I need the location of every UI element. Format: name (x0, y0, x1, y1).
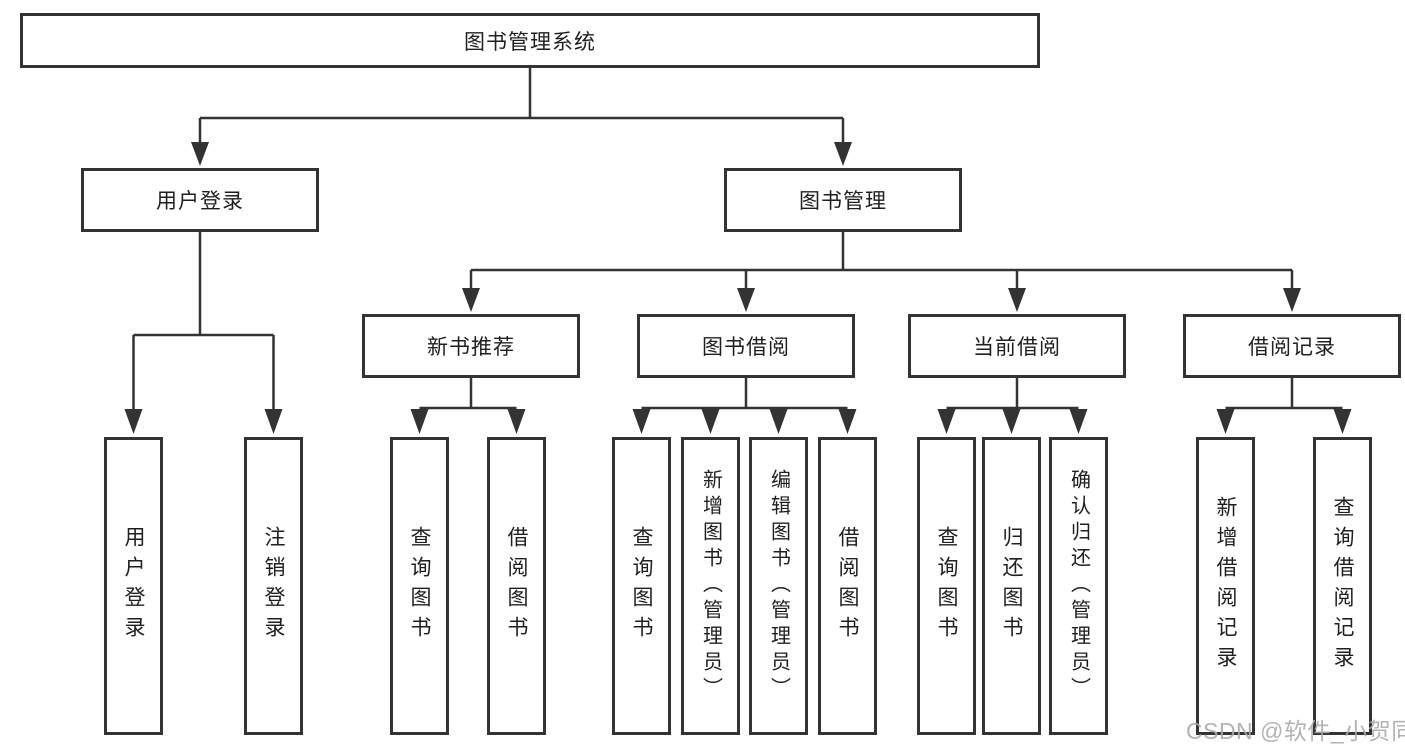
connector-strokes (132, 68, 1343, 410)
node-label: 当前借阅 (973, 336, 1061, 359)
leaf-edit-books-admin: 编辑图书（管理员） (749, 437, 808, 735)
node-library-management-system: 图书管理系统 (20, 13, 1040, 68)
leaf-logout-login: 注销登录 (244, 437, 303, 735)
node-label: 查询图书 (935, 526, 958, 646)
node-label: 新增借阅记录 (1214, 496, 1237, 676)
leaf-borrow-books-recommend: 借阅图书 (487, 437, 546, 735)
node-label: 注销登录 (262, 526, 285, 646)
leaf-add-borrow-record: 新增借阅记录 (1196, 437, 1255, 735)
watermark-text: CSDN @软件_小贺同学 (1186, 718, 1405, 744)
node-label: 用户登录 (156, 190, 244, 213)
node-label: 图书借阅 (702, 336, 790, 359)
leaf-query-books-borrowing: 查询图书 (612, 437, 671, 735)
leaf-confirm-return-admin: 确认归还（管理员） (1049, 437, 1108, 735)
arrowheads (124, 142, 1352, 434)
node-book-borrowing: 图书借阅 (637, 314, 855, 378)
node-label: 编辑图书（管理员） (767, 469, 790, 703)
node-label: 用户登录 (122, 526, 145, 646)
node-label: 归还图书 (1000, 526, 1023, 646)
leaf-query-borrow-record: 查询借阅记录 (1313, 437, 1372, 735)
node-label: 查询借阅记录 (1331, 496, 1354, 676)
leaf-user-login: 用户登录 (104, 437, 163, 735)
leaf-return-books: 归还图书 (982, 437, 1041, 735)
node-label: 借阅图书 (836, 526, 859, 646)
node-current-borrowing: 当前借阅 (908, 314, 1126, 378)
node-new-book-recommendation: 新书推荐 (362, 314, 580, 378)
node-borrowing-records: 借阅记录 (1183, 314, 1401, 378)
node-label: 新书推荐 (427, 336, 515, 359)
node-label: 查询图书 (630, 526, 653, 646)
node-label: 确认归还（管理员） (1067, 469, 1090, 703)
node-user-login-branch: 用户登录 (81, 168, 319, 232)
node-label: 借阅记录 (1248, 336, 1336, 359)
node-book-management: 图书管理 (724, 168, 962, 232)
node-label: 借阅图书 (505, 526, 528, 646)
node-label: 图书管理 (799, 190, 887, 213)
node-label: 图书管理系统 (464, 30, 596, 54)
leaf-borrow-books: 借阅图书 (818, 437, 877, 735)
leaf-query-books-recommend: 查询图书 (390, 437, 449, 735)
leaf-add-books-admin: 新增图书（管理员） (681, 437, 740, 735)
leaf-query-books-current: 查询图书 (917, 437, 976, 735)
node-label: 新增图书（管理员） (699, 469, 722, 703)
node-label: 查询图书 (408, 526, 431, 646)
